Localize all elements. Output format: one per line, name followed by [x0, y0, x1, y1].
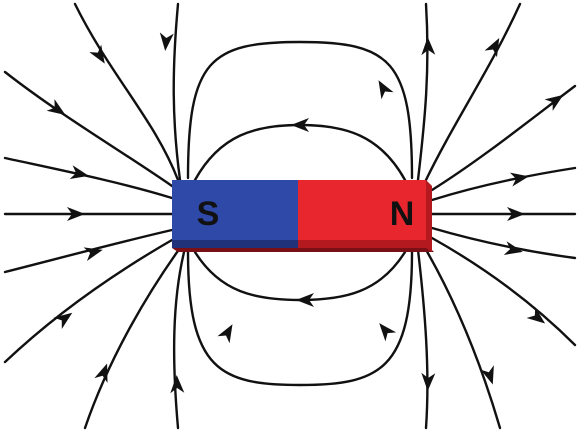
arrow-right-6 [503, 241, 523, 255]
field-loop-lower-inner [193, 250, 407, 302]
arrow-right-3 [544, 94, 564, 111]
field-line-right-4 [430, 166, 577, 202]
arrow-left-1 [89, 44, 105, 64]
field-line-right-8 [423, 246, 502, 430]
arrow-right-4 [509, 172, 529, 187]
field-line-left-1 [73, 2, 180, 182]
field-line-right-1 [416, 2, 429, 182]
field-line-right-7 [430, 236, 577, 347]
magnet-side-face [172, 248, 434, 252]
arrow-left-2 [159, 32, 174, 51]
south-pole-shadow [172, 240, 298, 248]
arrow-right-9 [421, 372, 436, 391]
field-line-right-2 [423, 2, 522, 184]
north-pole [298, 180, 426, 248]
arrow-left-7 [53, 312, 73, 329]
arrow-left-8 [94, 363, 108, 383]
field-loop-upper-outer [186, 40, 414, 180]
arrow-right-7 [526, 306, 546, 324]
field-loop-lower-outer [186, 250, 414, 387]
south-pole [172, 180, 298, 248]
arrow-right-2 [484, 38, 500, 58]
north-pole-shadow [298, 240, 426, 248]
arrow-left-4 [69, 165, 89, 179]
field-line-right-9 [416, 248, 429, 430]
arrow-right-1 [421, 37, 436, 56]
north-end-face [426, 180, 432, 252]
field-lines [3, 2, 577, 430]
arrow-left-5 [67, 207, 85, 221]
arrow-left-9 [170, 375, 185, 394]
field-loop-upper-inner [193, 123, 407, 182]
field-line-left-3 [3, 70, 174, 188]
arrow-left-6 [83, 247, 103, 261]
arrow-lower-inner [296, 293, 314, 307]
field-line-left-9 [172, 246, 187, 430]
arrow-right-5 [507, 207, 525, 221]
arrow-right-8 [480, 365, 494, 385]
south-pole-label: S [197, 195, 220, 233]
arrow-upper-outer [378, 80, 394, 100]
north-pole-label: N [390, 195, 415, 233]
field-line-left-2 [172, 2, 182, 182]
field-line-left-7 [3, 238, 174, 364]
field-line-left-4 [3, 156, 174, 200]
arrow-lower-outer-right [379, 323, 397, 342]
arrow-lower-outer-left [217, 324, 233, 344]
field-line-left-8 [83, 246, 182, 430]
field-line-right-6 [430, 226, 577, 260]
arrow-left-3 [46, 99, 66, 116]
arrow-upper-inner [291, 118, 309, 132]
bar-magnet: S N [172, 180, 434, 252]
